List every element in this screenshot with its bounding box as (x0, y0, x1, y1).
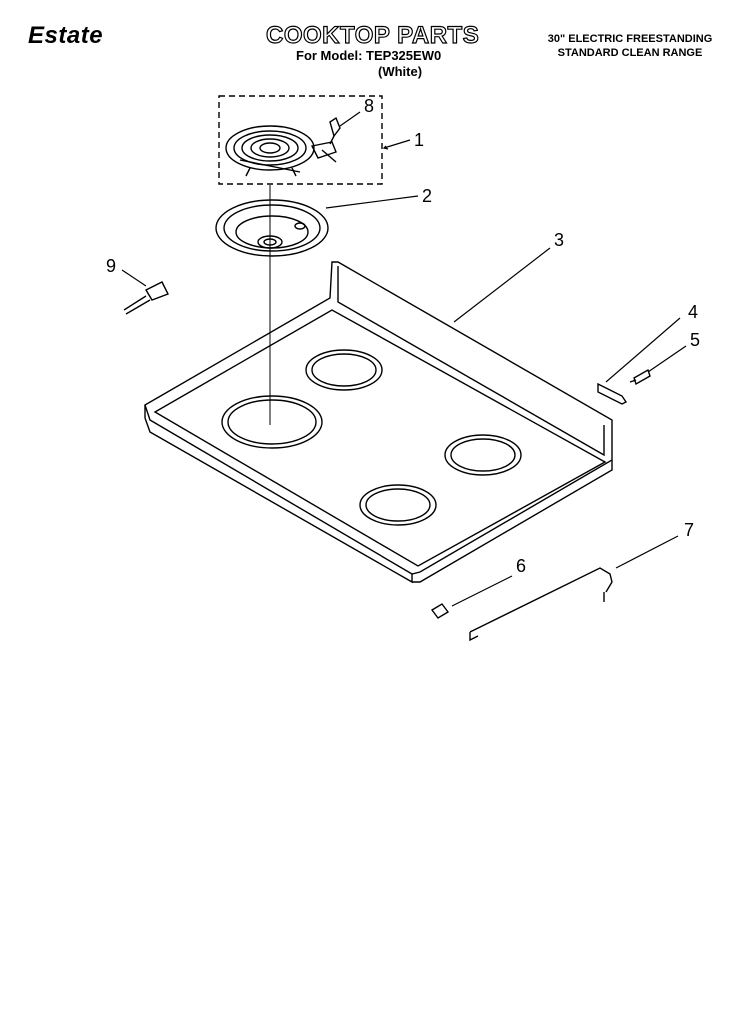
part-9-wire-connector (123, 281, 169, 315)
leader-lines (121, 111, 687, 607)
part-8-terminal-block (329, 116, 341, 145)
part-2-drip-bowl (215, 199, 329, 257)
callout-4: 4 (688, 302, 698, 322)
part-7-rod (469, 567, 613, 642)
product-description-line-2: STANDARD CLEAN RANGE (557, 47, 703, 59)
part-1-surface-element (218, 95, 383, 185)
callout-labels: 1 2 3 4 5 6 7 8 9 (106, 96, 700, 576)
model-number: For Model: TEP325EW0 (296, 48, 442, 63)
part-3-main-top (144, 261, 613, 584)
model-color: (White) (378, 64, 423, 79)
callout-8: 8 (364, 96, 374, 116)
callout-9: 9 (106, 256, 116, 276)
part-4-bracket (597, 382, 628, 405)
callout-3: 3 (554, 230, 564, 250)
callout-1: 1 (414, 130, 424, 150)
brand-logo: Estate (28, 22, 104, 49)
part-5-screw (629, 368, 651, 386)
product-description: 30" ELECTRIC FREESTANDING STANDARD CLEAN… (530, 32, 730, 60)
product-description-line-1: 30" ELECTRIC FREESTANDING (547, 33, 713, 45)
part-6-clip (430, 603, 450, 619)
callout-5: 5 (690, 330, 700, 350)
callout-7: 7 (684, 520, 694, 540)
callout-2: 2 (422, 186, 432, 206)
callout-6: 6 (516, 556, 526, 576)
page-title: COOKTOP PARTS (265, 21, 480, 49)
